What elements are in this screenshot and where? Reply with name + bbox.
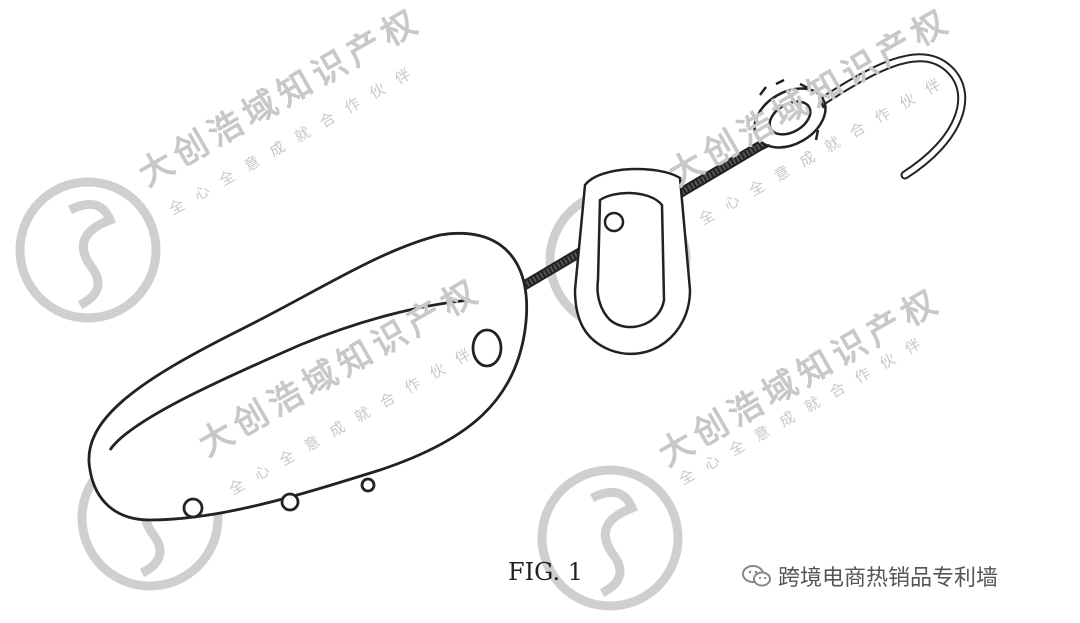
- watermark-logo: [537, 465, 683, 611]
- toe-piece: [87, 232, 528, 522]
- account-tag: 跨境电商热销品专利墙: [742, 560, 998, 592]
- watermark-logo: [15, 177, 161, 323]
- wechat-icon: [742, 565, 771, 587]
- figure-label: FIG. 1: [508, 558, 583, 586]
- heel-block: [573, 167, 692, 356]
- account-name: 跨境电商热销品专利墙: [778, 566, 999, 591]
- adjustment-knob: [753, 78, 827, 151]
